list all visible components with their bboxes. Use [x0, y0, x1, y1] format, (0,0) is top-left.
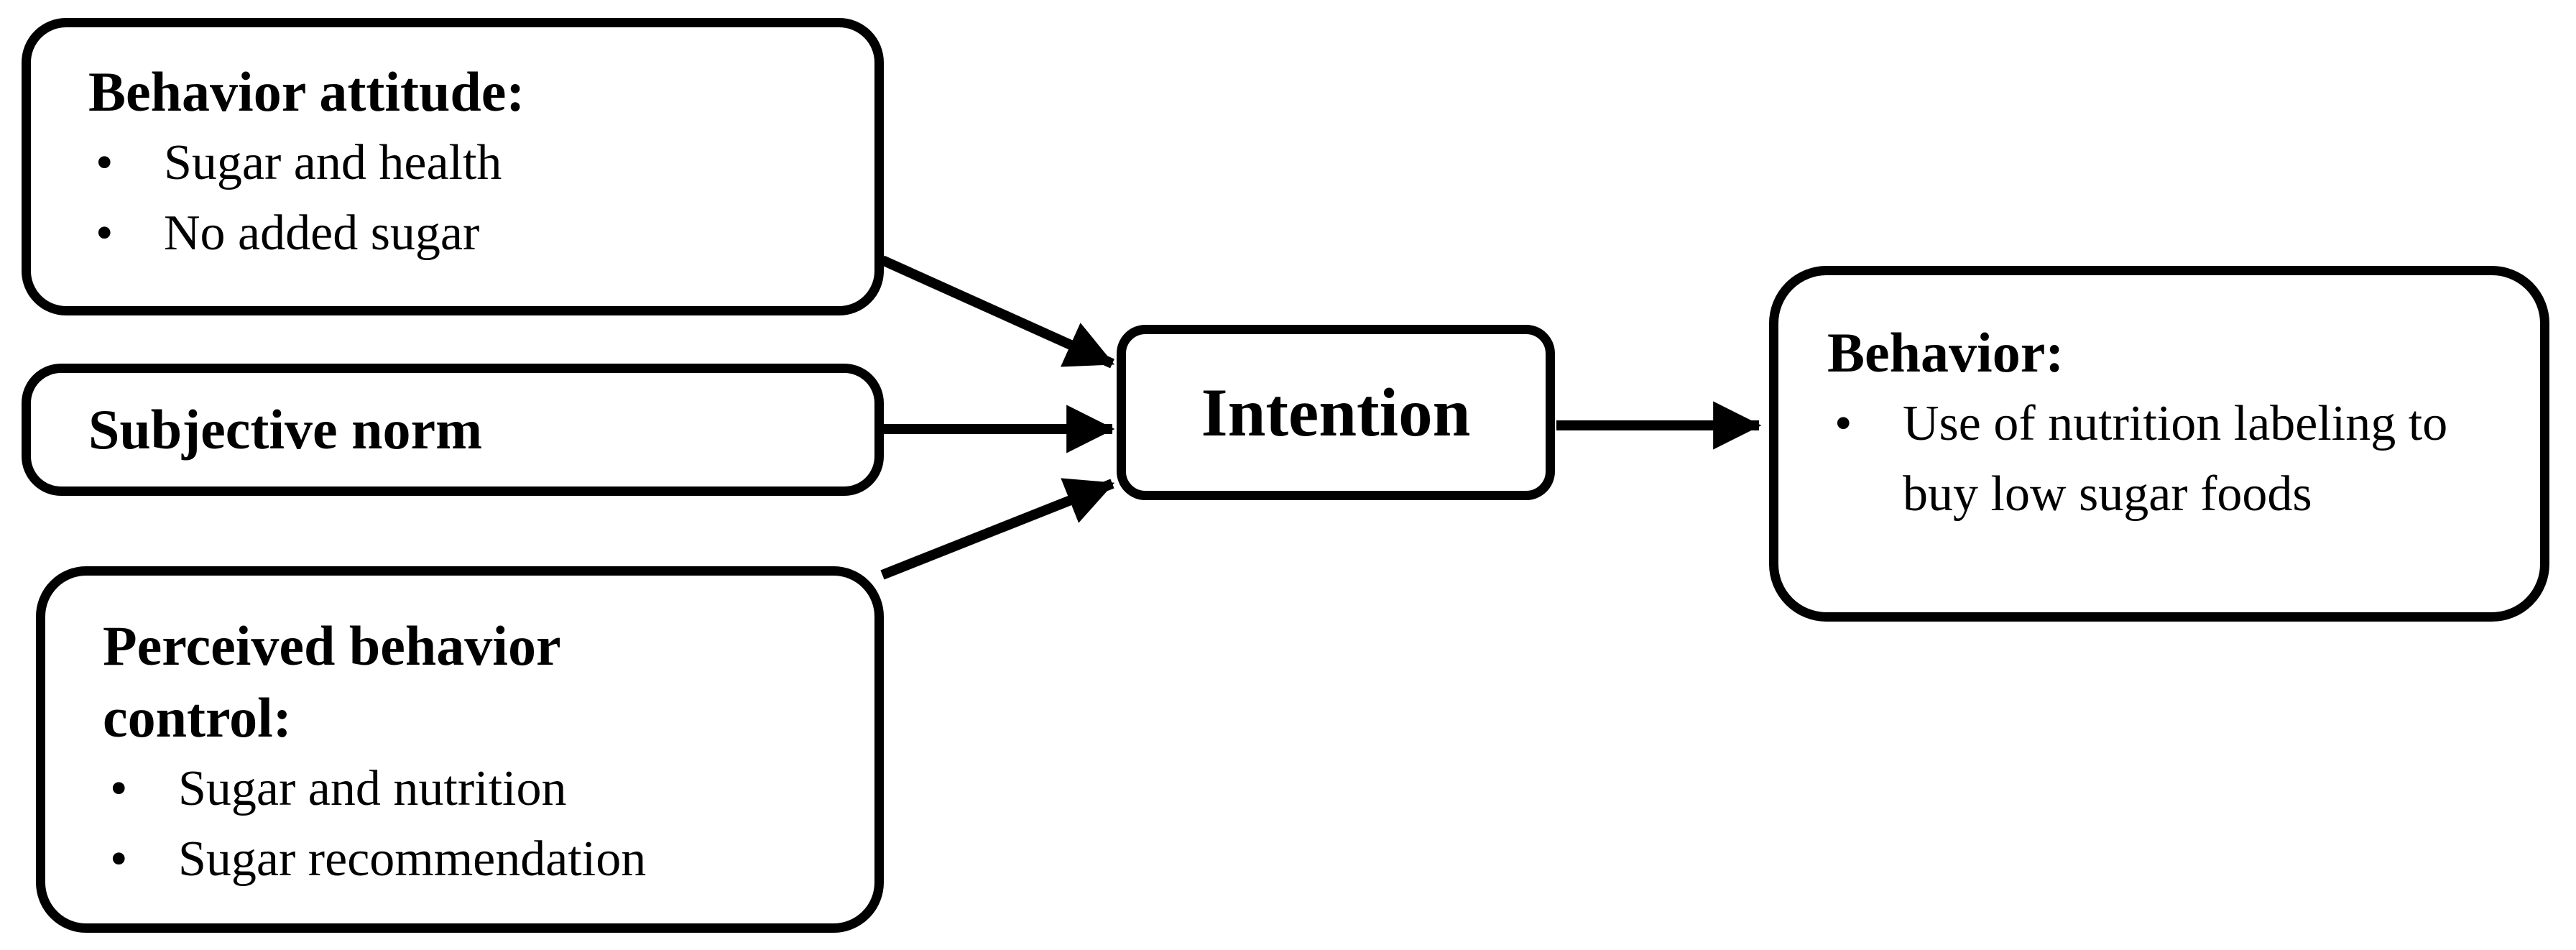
arrow-control-to-intention — [880, 478, 1115, 580]
bullet-item: Sugar recommendation — [103, 824, 853, 895]
box-title: Intention — [1201, 374, 1471, 451]
box-title: Behavior: — [1827, 321, 2064, 384]
box-title: Subjective norm — [88, 398, 483, 461]
bullet-item: Sugar and health — [88, 128, 853, 198]
box-subjective-norm: Subjective norm — [22, 364, 884, 496]
bullet-item: Use of nutrition labeling to buy low sug… — [1827, 389, 2503, 530]
box-title: Perceived behavior control: — [103, 614, 560, 749]
arrow-attitude-to-intention — [880, 255, 1115, 369]
bullet-list: Use of nutrition labeling to buy low sug… — [1827, 389, 2503, 530]
box-behavior: Behavior: Use of nutrition labeling to b… — [1769, 266, 2549, 622]
bullet-list: Sugar and health No added sugar — [88, 128, 853, 269]
box-behavior-attitude: Behavior attitude: Sugar and health No a… — [22, 18, 884, 315]
bullet-list: Sugar and nutrition Sugar recommendation — [103, 754, 853, 895]
bullet-item: Sugar and nutrition — [103, 754, 853, 824]
box-title: Behavior attitude: — [88, 60, 525, 123]
bullet-item: No added sugar — [88, 198, 853, 269]
box-intention: Intention — [1117, 325, 1555, 500]
box-perceived-behavior-control: Perceived behavior control: Sugar and nu… — [36, 566, 884, 933]
